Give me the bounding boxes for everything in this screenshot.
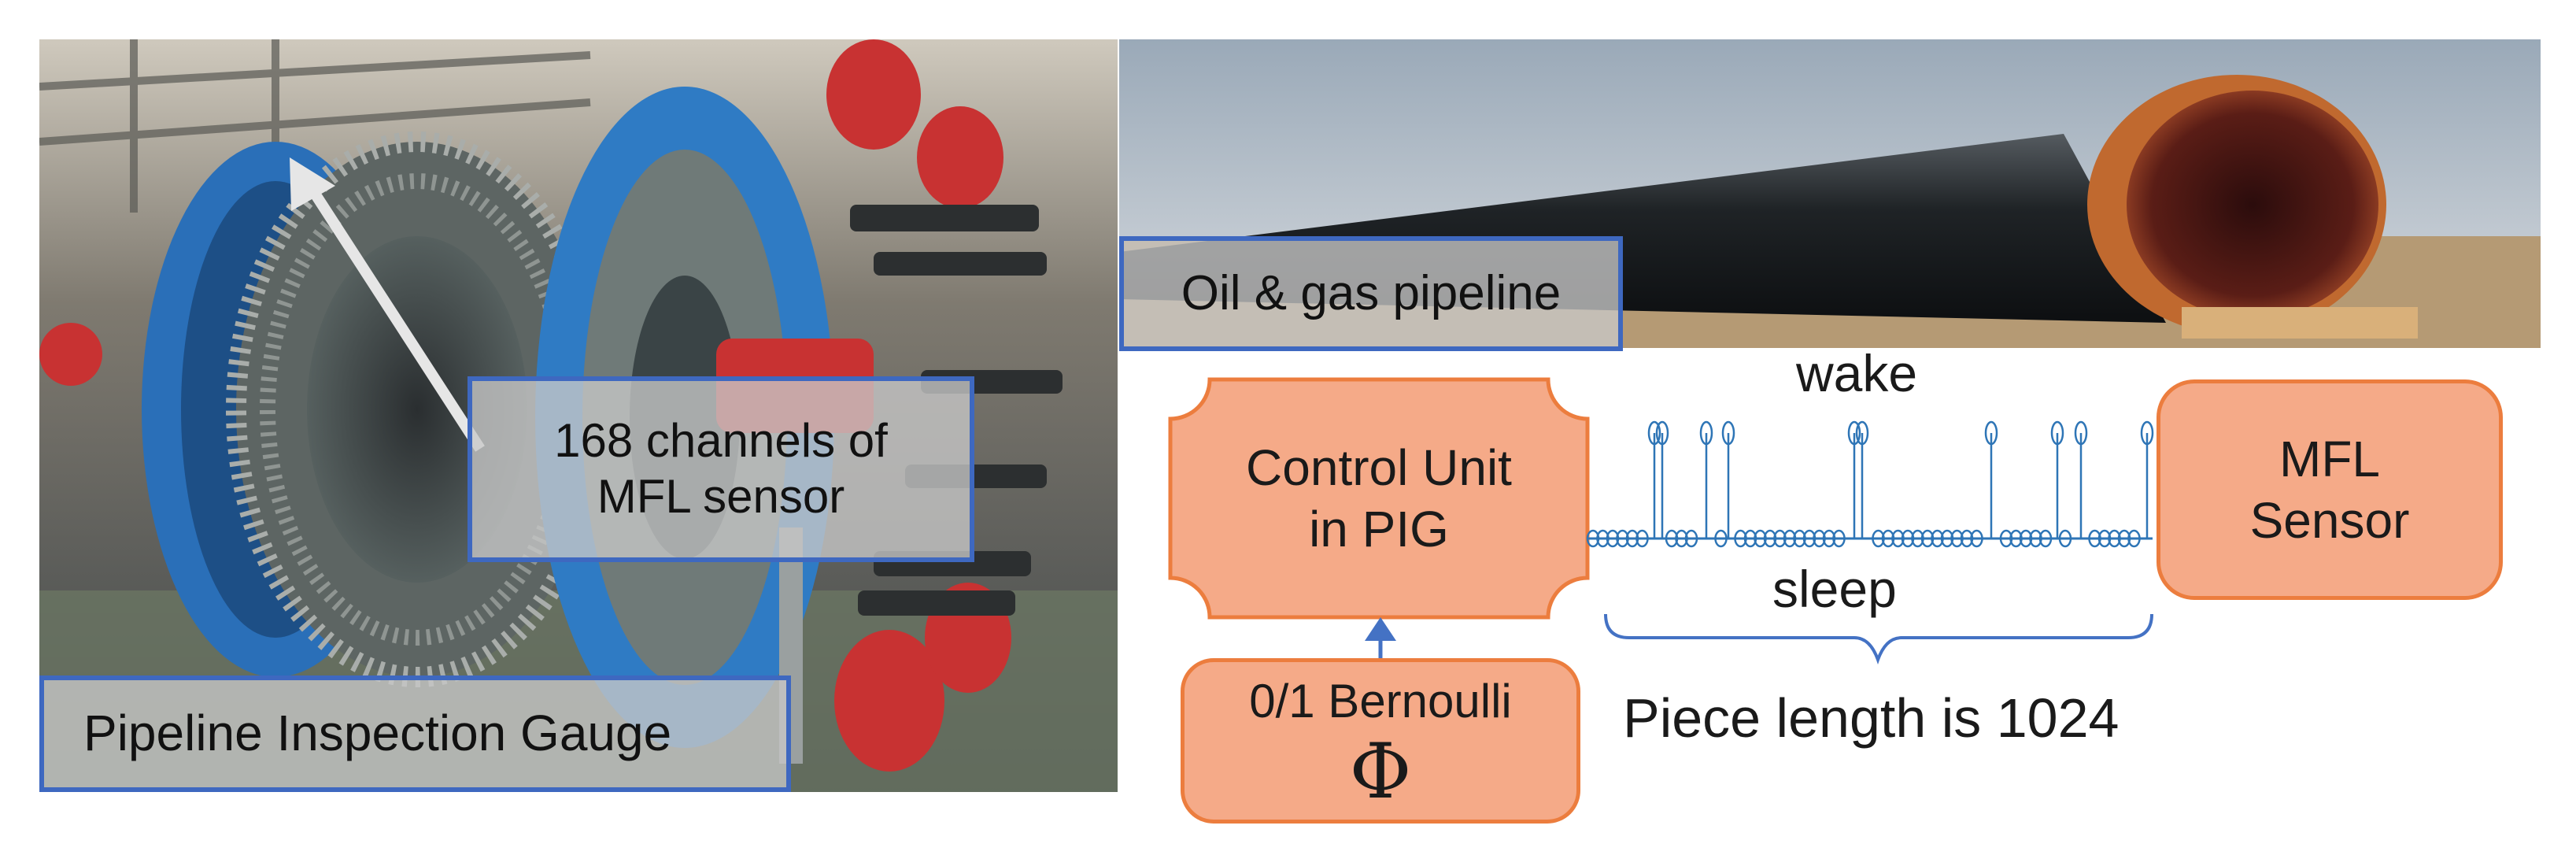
mfl-sensor-line1: MFL [2279, 430, 2380, 487]
wake-loop [1847, 420, 1861, 446]
sleep-coil [1822, 529, 1836, 548]
sleep-coil [1960, 529, 1974, 548]
sleep-coil [1832, 529, 1846, 548]
sleep-coil [1675, 529, 1688, 548]
sleep-coil [1940, 529, 1954, 548]
wake-loop [1699, 420, 1713, 446]
sleep-coil [1999, 529, 2013, 548]
sleep-coil [1891, 529, 1905, 548]
sleep-coil [2108, 529, 2121, 548]
sleep-coil [1931, 529, 1944, 548]
sleep-coil [1911, 529, 1924, 548]
sleep-coil [1872, 529, 1885, 548]
sleep-coil [2117, 529, 2131, 548]
sleep-coil [2127, 529, 2141, 548]
wake-loop [1855, 420, 1869, 446]
sleep-coil [1586, 529, 1600, 548]
sleep-coil [1625, 529, 1639, 548]
pig-caption: Pipeline Inspection Gauge [39, 675, 791, 792]
sleep-coil [1734, 529, 1747, 548]
control-unit-shape [1168, 377, 1590, 620]
wake-loop [1721, 420, 1735, 446]
wake-spikes [1647, 420, 2154, 539]
sleep-coil [1950, 529, 1964, 548]
sleep-coil [2038, 529, 2053, 548]
mfl-sensor-line2: Sensor [2249, 492, 2410, 549]
sleep-coil [2009, 529, 2023, 548]
wake-loop [2074, 420, 2088, 446]
pipeline-illustration [1119, 39, 2541, 348]
sleep-coil [1773, 529, 1787, 548]
sleep-coil [1596, 529, 1610, 548]
sleep-label: sleep [1772, 560, 1897, 618]
mfl-caption-line2: MFL sensor [597, 470, 845, 523]
sleep-coil [1881, 529, 1895, 548]
sleep-coil [1783, 529, 1797, 548]
mfl-channels-caption: 168 channels of MFL sensor [468, 376, 974, 562]
sleep-coil [2029, 529, 2042, 548]
sleep-coil [1743, 529, 1757, 548]
sleep-coil [1763, 529, 1777, 548]
oil-gas-pipeline-photo [1119, 39, 2541, 348]
control-unit-line2: in PIG [1309, 501, 1449, 557]
sleep-coil [1635, 529, 1649, 548]
wake-loop [1647, 420, 1661, 446]
pipeline-caption: Oil & gas pipeline [1119, 236, 1623, 351]
sleep-coil [2019, 529, 2033, 548]
wake-label: wake [1796, 344, 1918, 402]
sleep-coil [1920, 529, 1935, 548]
sleep-coil [1714, 529, 1728, 548]
bernoulli-arrow-head [1365, 617, 1396, 641]
sleep-coil [1665, 529, 1679, 548]
wake-loop [1655, 420, 1669, 446]
bernoulli-label: 0/1 Bernoulli [1249, 675, 1512, 728]
sleep-coil [1901, 529, 1915, 548]
sleep-coil [1813, 529, 1826, 548]
sleep-coil [2058, 529, 2072, 548]
sleep-coil [1802, 529, 1817, 548]
mfl-caption-line1: 168 channels of [554, 414, 888, 468]
mfl-sensor-box: MFL Sensor [2157, 379, 2503, 600]
sleep-coils [1586, 529, 2141, 548]
wake-loop [2050, 420, 2064, 446]
piece-length-label: Piece length is 1024 [1623, 687, 2120, 749]
sleep-coil [2097, 529, 2112, 548]
wake-loop [2140, 420, 2154, 446]
piece-length-brace [1604, 613, 2153, 664]
sleep-coil [1684, 529, 1698, 548]
sleep-coil [1606, 529, 1620, 548]
sleep-coil [1616, 529, 1629, 548]
sleep-coil [1754, 529, 1767, 548]
pig-caption-text: Pipeline Inspection Gauge [83, 705, 672, 762]
control-unit-line1: Control Unit [1246, 439, 1512, 496]
sleep-coil [1793, 529, 1806, 548]
sleep-coil [2088, 529, 2101, 548]
sleep-coil [1970, 529, 1983, 548]
control-unit-box: Control Unit in PIG [1170, 379, 1587, 617]
phi-symbol: Φ [1349, 727, 1412, 816]
bernoulli-box: 0/1 Bernoulli Φ [1181, 658, 1580, 824]
wake-loop [1984, 420, 1998, 446]
pipeline-caption-text: Oil & gas pipeline [1181, 266, 1561, 321]
